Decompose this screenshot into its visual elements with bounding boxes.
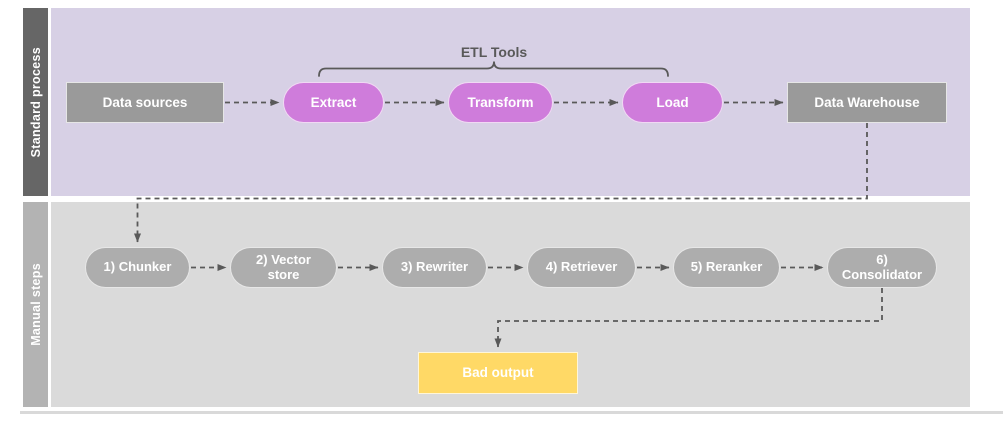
node-reranker: 5) Reranker: [673, 247, 780, 288]
lane-standard-process-header: Standard process: [23, 8, 48, 196]
etl-tools-label: ETL Tools: [460, 44, 528, 60]
bottom-divider: [20, 411, 1003, 414]
node-data-warehouse: Data Warehouse: [787, 82, 947, 123]
lane-standard-process-label: Standard process: [28, 46, 43, 158]
node-transform: Transform: [448, 82, 553, 123]
node-extract: Extract: [283, 82, 384, 123]
node-load: Load: [622, 82, 723, 123]
lane-manual-steps-header: Manual steps: [23, 202, 48, 407]
node-data-sources: Data sources: [66, 82, 224, 123]
lane-manual-steps-label: Manual steps: [28, 263, 43, 346]
node-retriever: 4) Retriever: [527, 247, 636, 288]
node-rewriter: 3) Rewriter: [382, 247, 487, 288]
node-consolidator: 6) Consolidator: [827, 247, 937, 288]
node-chunker: 1) Chunker: [85, 247, 190, 288]
node-bad-output: Bad output: [418, 352, 578, 394]
node-vector-store: 2) Vector store: [230, 247, 337, 288]
